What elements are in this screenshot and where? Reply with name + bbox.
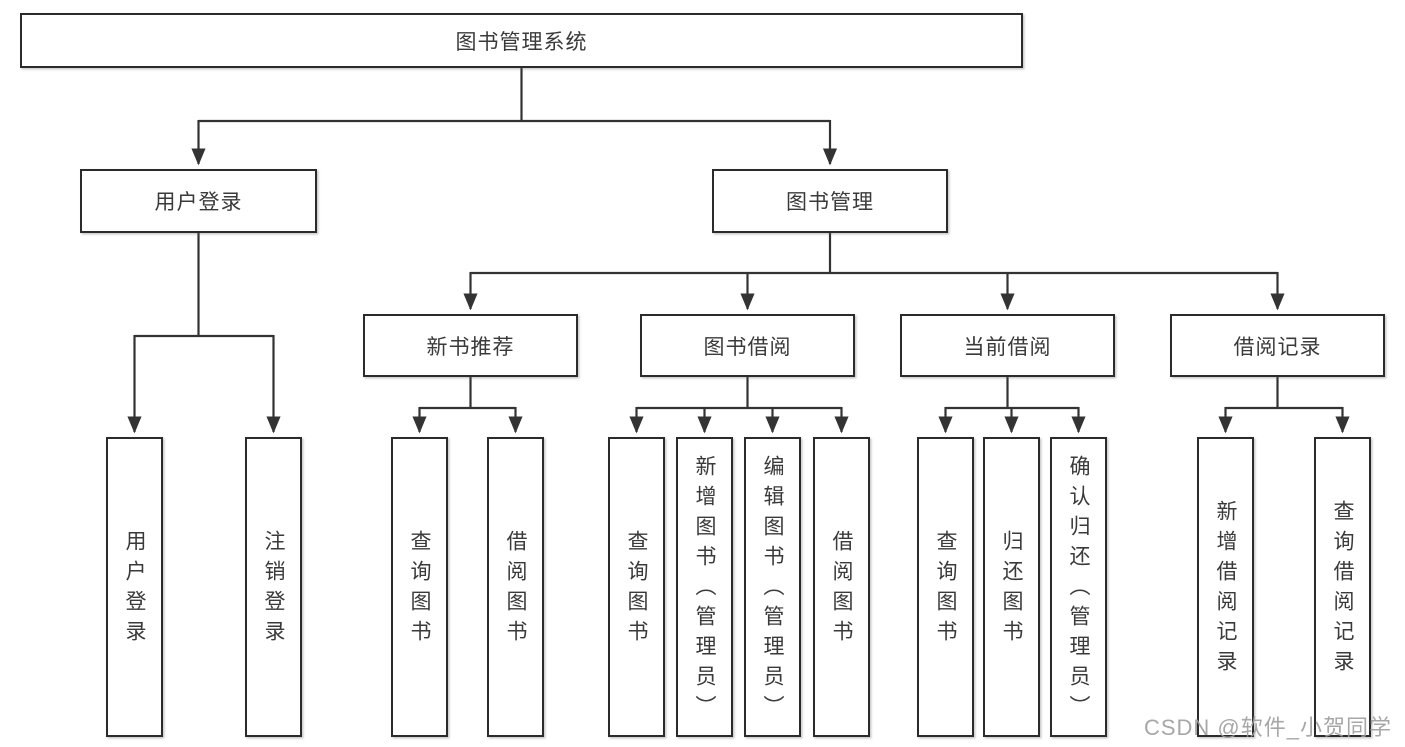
- connector-borrow-branch: [636, 377, 842, 410]
- connector-newbooks-branch: [419, 377, 516, 410]
- connector-login-branch: [134, 233, 274, 338]
- node-book-borrow: 图书借阅: [640, 314, 855, 377]
- node-new-book-recommend: 新书推荐: [363, 314, 578, 377]
- node-current-borrow: 当前借阅: [900, 314, 1115, 377]
- leaf-edit-book-admin: 编辑图书（管理员）: [744, 437, 801, 737]
- leaf-query-books-recommend: 查询图书: [391, 437, 448, 737]
- leaf-add-book-admin: 新增图书（管理员）: [676, 437, 733, 737]
- node-book-management: 图书管理: [712, 169, 948, 233]
- connector-root-branch: [198, 68, 830, 123]
- leaf-query-borrow-record: 查询借阅记录: [1314, 437, 1371, 737]
- connector-current-branch: [945, 377, 1079, 410]
- leaf-borrow-books-recommend: 借阅图书: [487, 437, 544, 737]
- leaf-logout: 注销登录: [245, 437, 302, 737]
- connector-records-branch: [1225, 377, 1343, 410]
- leaf-query-books-current: 查询图书: [917, 437, 974, 737]
- node-user-login: 用户登录: [80, 169, 317, 233]
- leaf-confirm-return-admin: 确认归还（管理员）: [1050, 437, 1107, 737]
- leaf-add-borrow-record: 新增借阅记录: [1197, 437, 1254, 737]
- leaf-user-login: 用户登录: [106, 437, 163, 737]
- leaf-return-book: 归还图书: [983, 437, 1040, 737]
- leaf-query-books-borrow: 查询图书: [608, 437, 665, 737]
- node-root-system: 图书管理系统: [20, 13, 1023, 68]
- node-borrow-records: 借阅记录: [1170, 314, 1385, 377]
- connector-management-branch: [470, 233, 1278, 275]
- leaf-borrow-books: 借阅图书: [813, 437, 870, 737]
- csdn-watermark: CSDN @软件_小贺同学: [1143, 715, 1392, 740]
